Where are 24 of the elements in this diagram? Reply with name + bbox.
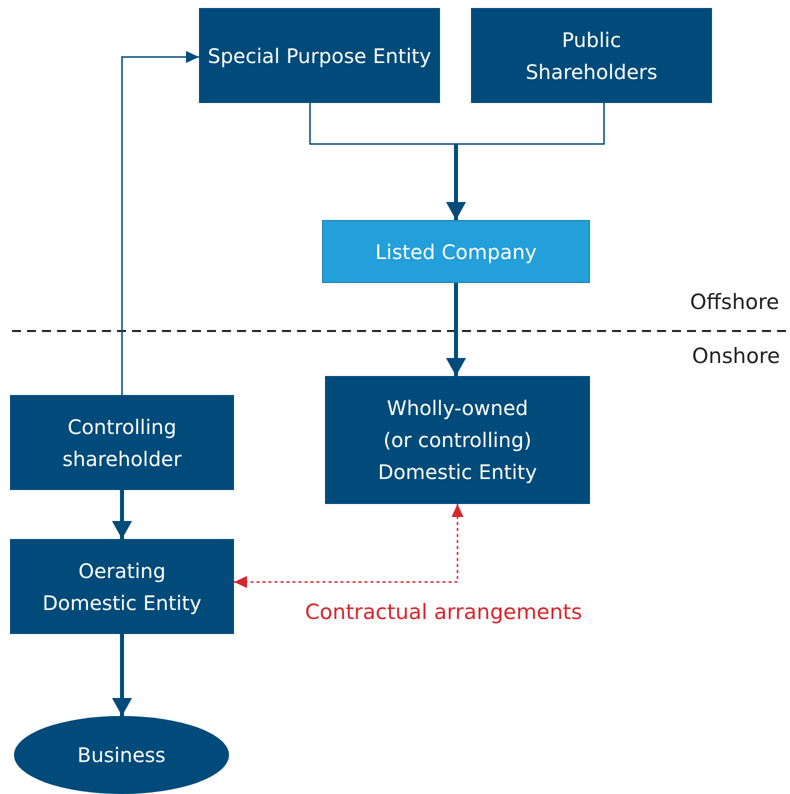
entity-box	[322, 220, 590, 283]
entity-box	[10, 395, 234, 490]
arrow	[234, 504, 464, 588]
arrow	[112, 490, 132, 539]
connector-line	[309, 103, 456, 145]
node-label: Controlling shareholder	[61, 414, 183, 472]
region-label: Onshore	[692, 344, 780, 368]
node-label: Wholly-owned (or controlling) Domestic Entity	[377, 395, 538, 486]
connector-line	[456, 103, 605, 145]
region-label: Offshore	[690, 290, 780, 314]
entity-box	[10, 539, 234, 634]
edge-label: Contractual arrangements	[303, 600, 584, 624]
arrow	[112, 634, 132, 716]
entity-box	[325, 376, 590, 504]
node-label: Special Purpose Entity	[208, 42, 432, 70]
arrow	[446, 283, 466, 376]
entity-box	[471, 8, 712, 103]
node-label: Business	[77, 742, 166, 769]
arrow	[446, 144, 466, 220]
arrow	[121, 51, 199, 395]
node-label: Public Shareholders	[524, 26, 658, 86]
node-label: Listed Company	[375, 238, 537, 266]
entity-box	[199, 8, 440, 103]
node-label: Oerating Domestic Entity	[42, 558, 202, 616]
